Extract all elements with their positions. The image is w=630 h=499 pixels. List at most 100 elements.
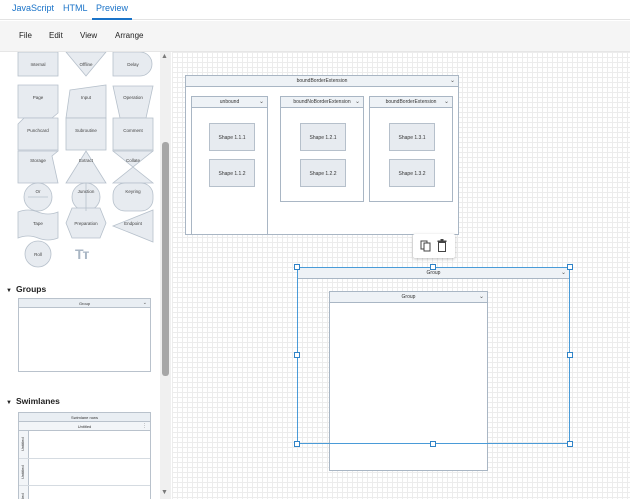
input-shape [65, 84, 107, 119]
selection-border [297, 267, 570, 444]
page-shape [17, 84, 59, 119]
copy-icon[interactable] [420, 240, 431, 252]
swimlane-subheader: Untitled ⋮ [19, 422, 150, 431]
swimlane-template-header: Swimlane rows [19, 413, 150, 422]
lane-label: Untitled [20, 465, 25, 479]
shape-label-keyring: Keyring [125, 189, 141, 194]
shape-node[interactable]: Shape 1.3.1 [389, 123, 435, 151]
endpoint-shape [111, 209, 154, 243]
menu-bar: File Edit View Arrange [0, 21, 630, 52]
shape-node[interactable]: Shape 1.1.1 [209, 123, 255, 151]
shape-node[interactable]: Shape 1.2.2 [300, 159, 346, 187]
shape-label-comment: Comment [123, 128, 143, 133]
shape-label-extract: Extract [78, 158, 93, 163]
palette-shapes [17, 52, 155, 268]
container-title: Group [426, 270, 441, 276]
subroutine-shape [65, 117, 107, 151]
resize-handle-s[interactable] [430, 441, 436, 447]
shape-node[interactable]: Shape 1.2.1 [300, 123, 346, 151]
collate-shape [111, 150, 155, 184]
swimlanes-section-header[interactable]: ▼Swimlanes [6, 396, 60, 406]
delay-shape [112, 52, 153, 77]
group-template-header: Group ⌄ [19, 299, 150, 308]
container-header: boundBorderExtension ⌄ [370, 97, 452, 108]
resize-handle-se[interactable] [567, 441, 573, 447]
extract-shape [65, 150, 107, 184]
chevron-down-icon: ⌄ [560, 270, 566, 276]
menu-edit[interactable]: Edit [49, 31, 63, 40]
operation-shape [112, 85, 154, 119]
tab-preview[interactable]: Preview [92, 0, 133, 20]
tape-shape [17, 209, 59, 241]
resize-handle-e[interactable] [567, 352, 573, 358]
shape-label-internal: Internal [30, 62, 46, 67]
sidebar-scroll-thumb[interactable] [162, 142, 169, 376]
shape-label-or: Or [35, 189, 41, 194]
punchcard-shape [17, 117, 59, 151]
text-shape[interactable]: Tт [75, 246, 89, 262]
group-inner[interactable]: Group ⌄ [329, 291, 488, 471]
roll-shape [24, 240, 52, 268]
container-title: unbound [219, 99, 240, 105]
swimlane-template[interactable]: Swimlane rows Untitled ⋮ Untitled Untitl… [18, 412, 151, 499]
caret-down-icon: ▼ [6, 400, 12, 406]
chevron-down-icon: ⌄ [258, 99, 264, 105]
code-tabs: JavaScript HTML Preview [0, 0, 630, 20]
container-header: Group ⌄ [298, 268, 569, 279]
shape-label-punchcard: Punchcard [27, 128, 49, 133]
internal-shape [17, 52, 59, 77]
resize-handle-n[interactable] [430, 264, 436, 270]
container-title: boundNoBorderExtension [293, 99, 351, 105]
group-template-label: Group [78, 301, 91, 306]
resize-handle-sw[interactable] [294, 441, 300, 447]
shape-label-tape: Tape [33, 221, 43, 226]
shape-label-subroutine: Subroutine [75, 128, 97, 133]
scroll-up-icon[interactable]: ▲ [161, 53, 168, 60]
menu-arrange[interactable]: Arrange [115, 31, 144, 40]
scroll-down-icon[interactable]: ▼ [161, 489, 168, 496]
container-header: boundBorderExtension ⌄ [186, 76, 458, 87]
comment-shape [112, 117, 154, 151]
lane-headers [19, 431, 29, 499]
container-header: boundNoBorderExtension ⌄ [281, 97, 363, 108]
swimlane-title: Swimlane rows [71, 415, 98, 420]
offline-shape [65, 52, 107, 77]
menu-file[interactable]: File [19, 31, 32, 40]
shape-node[interactable]: Shape 1.3.2 [389, 159, 435, 187]
shape-label-page: Page [32, 95, 44, 100]
keyring-shape [112, 182, 154, 212]
shape-label-preparation: Preparation [74, 221, 98, 226]
groups-section-header[interactable]: ▼Groups [6, 284, 46, 294]
chevron-down-icon: ⌄ [354, 99, 360, 105]
swimlane-sub-label: Untitled [77, 424, 92, 429]
container-header: unbound ⌄ [192, 97, 267, 108]
lane-label: Untitled [20, 437, 25, 451]
container-header: Group ⌄ [330, 292, 487, 303]
lane-divider [19, 485, 150, 486]
resize-handle-w[interactable] [294, 352, 300, 358]
chevron-down-icon: ⌄ [142, 300, 147, 306]
lane-divider [19, 458, 150, 459]
shape-label-operation: Operation [123, 95, 143, 100]
tab-html[interactable]: HTML [63, 3, 88, 13]
shape-node[interactable]: Shape 1.1.2 [209, 159, 255, 187]
shape-label-roll: Roll [34, 252, 42, 257]
shape-label-collate: Collate [125, 158, 140, 163]
shape-palette: Internal Offline Delay Page Input Operat… [0, 52, 171, 499]
tab-javascript[interactable]: JavaScript [12, 3, 55, 13]
shape-label-input: Input [80, 95, 91, 100]
resize-handle-nw[interactable] [294, 264, 300, 270]
group-template[interactable]: Group ⌄ [18, 298, 151, 372]
resize-handle-ne[interactable] [567, 264, 573, 270]
shape-label-delay: Delay [127, 62, 139, 67]
menu-view[interactable]: View [80, 31, 98, 40]
shape-label-endpoint: Endpoint [124, 221, 142, 226]
lane-label: Untitled [20, 493, 25, 499]
groups-title: Groups [15, 284, 47, 294]
chevron-down-icon: ⌄ [443, 99, 449, 105]
delete-icon[interactable] [437, 239, 447, 252]
shape-label-storage: Storage [30, 158, 46, 163]
selection-toolbar [413, 234, 455, 258]
storage-shape [17, 150, 60, 184]
container-unbound[interactable]: unbound ⌄ [191, 96, 268, 235]
